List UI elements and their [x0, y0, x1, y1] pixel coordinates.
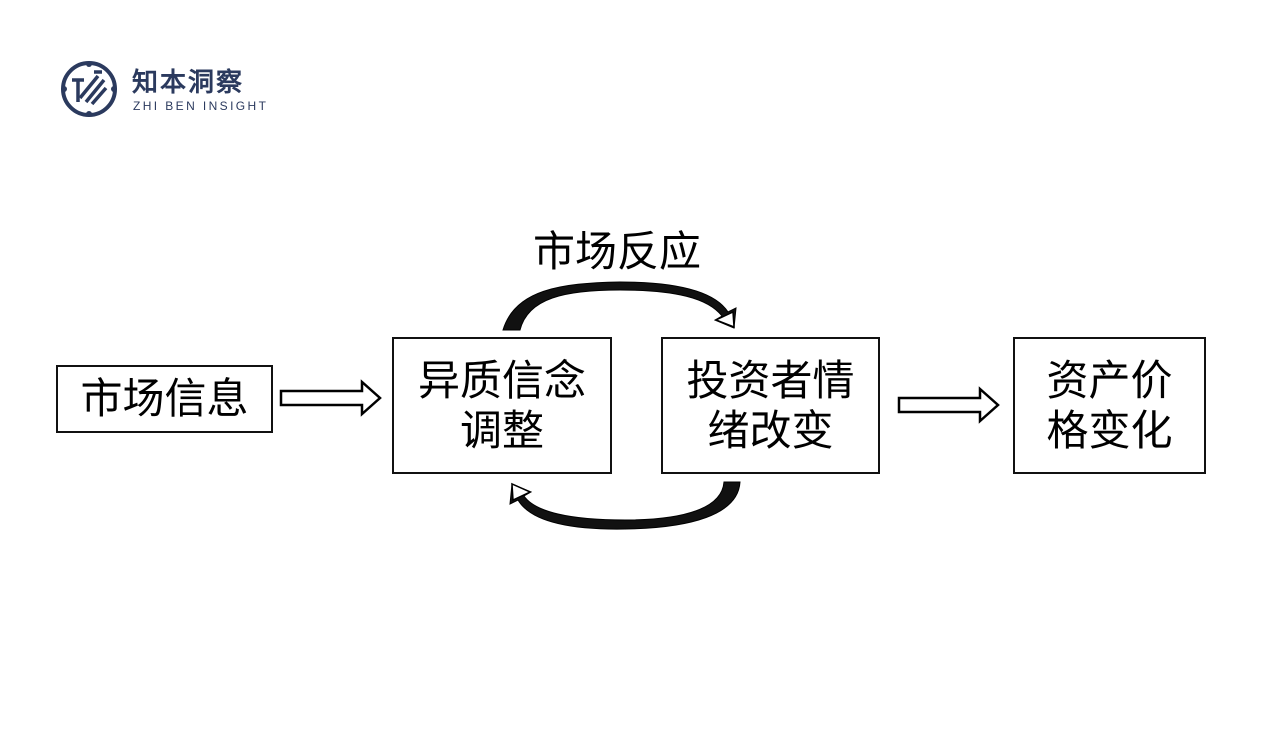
node-market-info: 市场信息	[56, 365, 273, 433]
market-reaction-label: 市场反应	[533, 227, 702, 276]
node-text: 格变化	[1046, 405, 1173, 455]
node-text: 资产价	[1046, 355, 1173, 405]
curved-arrow-bottom	[509, 481, 741, 530]
node-text: 市场信息	[80, 374, 249, 423]
curved-arrow-top	[502, 281, 737, 331]
node-price-change: 资产价 格变化	[1013, 337, 1206, 474]
arrow-sentiment-to-price	[897, 386, 1000, 424]
node-belief-adjust: 异质信念 调整	[392, 337, 612, 474]
logo-name-en: ZHI BEN INSIGHT	[133, 99, 269, 113]
logo-emblem-icon	[61, 61, 117, 117]
logo-name-cn: 知本洞察	[132, 68, 245, 98]
node-text: 投资者情	[686, 355, 855, 405]
node-text: 绪改变	[707, 405, 834, 455]
node-text: 异质信念	[417, 355, 586, 405]
node-text: 调整	[459, 405, 544, 455]
node-sentiment-change: 投资者情 绪改变	[661, 337, 880, 474]
logo: 知本洞察 ZHI BEN INSIGHT	[58, 58, 298, 120]
arrow-info-to-belief	[279, 379, 382, 417]
